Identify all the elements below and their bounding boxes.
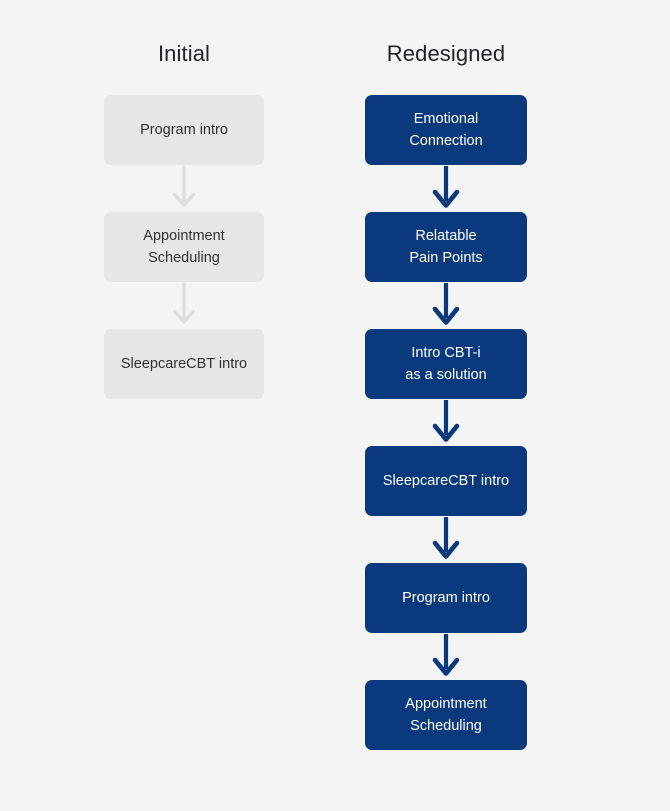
flow-node-label: Intro CBT-i as a solution xyxy=(405,345,487,383)
flow-initial: Program intro Appointment Scheduling Sle… xyxy=(34,95,334,399)
flow-redesigned: Emotional Connection Relatable Pain Poin… xyxy=(296,95,596,750)
flow-node-label: Appointment Scheduling xyxy=(405,696,487,734)
flow-node[interactable]: Emotional Connection xyxy=(365,95,527,165)
flow-node[interactable]: Relatable Pain Points xyxy=(365,212,527,282)
arrow-down-icon xyxy=(431,516,461,563)
flow-node[interactable]: Appointment Scheduling xyxy=(104,212,264,282)
column-initial: Initial Program intro Appointment Schedu… xyxy=(34,0,334,811)
arrow-down-icon xyxy=(431,282,461,329)
arrow-down-icon xyxy=(169,282,199,329)
flow-node[interactable]: SleepcareCBT intro xyxy=(365,446,527,516)
arrow-down-icon xyxy=(431,399,461,446)
flow-node[interactable]: Appointment Scheduling xyxy=(365,680,527,750)
arrow-down-icon xyxy=(169,165,199,212)
column-title-redesigned: Redesigned xyxy=(386,41,506,66)
flow-node[interactable]: Intro CBT-i as a solution xyxy=(365,329,527,399)
column-title-initial: Initial xyxy=(157,41,211,66)
flow-node-label: Program intro xyxy=(140,122,228,138)
flow-node[interactable]: Program intro xyxy=(365,563,527,633)
arrow-down-icon xyxy=(431,633,461,680)
flow-node-label: Program intro xyxy=(402,590,490,606)
flow-node-label: SleepcareCBT intro xyxy=(120,356,248,372)
flow-node-label: Relatable Pain Points xyxy=(409,228,483,266)
flow-node-label: SleepcareCBT intro xyxy=(382,473,510,489)
column-redesigned: Redesigned Emotional Connection Relatabl… xyxy=(296,0,596,811)
arrow-down-icon xyxy=(431,165,461,212)
flow-node-label: Appointment Scheduling xyxy=(143,228,225,266)
flow-node[interactable]: SleepcareCBT intro xyxy=(104,329,264,399)
flow-node[interactable]: Program intro xyxy=(104,95,264,165)
flow-node-label: Emotional Connection xyxy=(409,111,483,149)
